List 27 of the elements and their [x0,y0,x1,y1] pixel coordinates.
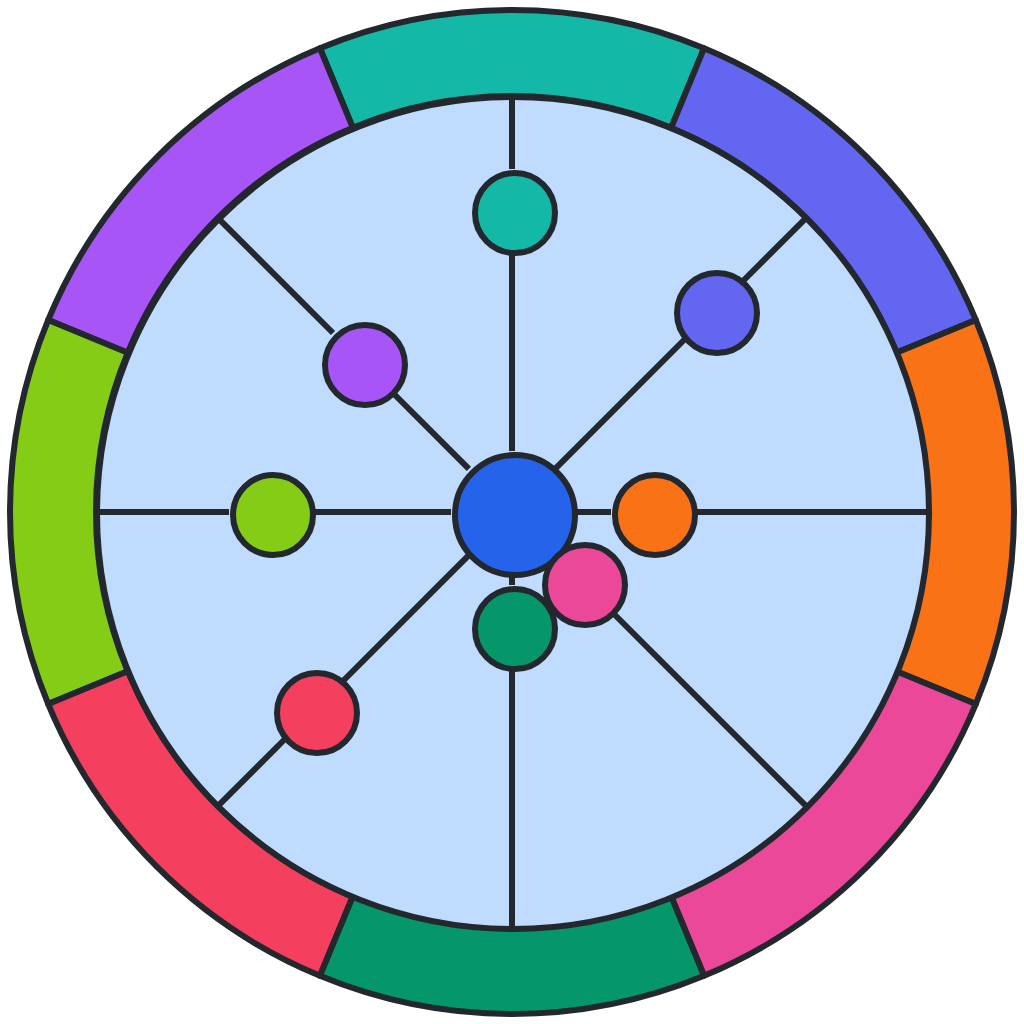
dot [322,322,408,408]
spoke-line [693,509,927,515]
spoke-line [311,509,451,515]
spoke-line [509,667,515,927]
spoke-line [509,573,515,585]
dot [612,472,698,558]
ring-segment [316,893,708,1017]
spoke-line [216,736,288,808]
spoke-line [509,97,515,169]
dot [472,170,558,256]
spoke-line [97,509,229,515]
dot [274,670,360,756]
dot [542,542,628,628]
spoke-line [553,336,688,471]
spoke-line [509,251,515,451]
spoke-line [608,608,808,808]
hub-circle [452,452,578,578]
dot [674,270,760,356]
spoke-line [216,216,336,336]
dot [230,472,316,558]
ring-segment [893,316,1017,708]
spoke-line [573,509,611,515]
dot [472,586,558,672]
spoke-line [740,216,808,284]
spoke-line [388,388,471,471]
ring-segment [7,316,131,708]
spoke-line [340,553,471,684]
